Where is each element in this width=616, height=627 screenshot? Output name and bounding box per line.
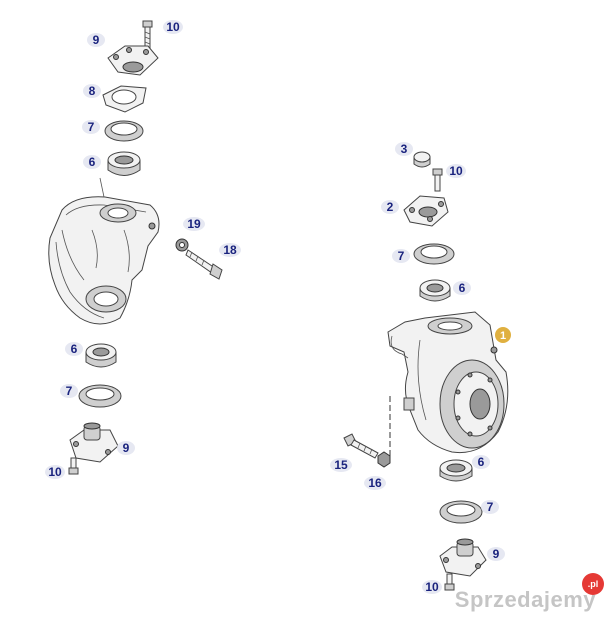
watermark-text: Sprzedajemy	[454, 587, 596, 612]
bolt-10-right-top	[432, 168, 443, 192]
callout-18-left: 18	[219, 243, 241, 257]
cap-9-right-bottom	[439, 538, 487, 577]
bolt-10-left-bottom	[68, 457, 79, 475]
svg-text:8: 8	[89, 84, 96, 98]
gasket-8-left	[102, 85, 147, 113]
callout-3-right: 3	[395, 142, 413, 156]
svg-text:15: 15	[334, 458, 348, 472]
cap-2-right	[403, 195, 449, 227]
svg-text:1: 1	[500, 330, 506, 342]
seal-7-right-top	[413, 243, 455, 265]
callout-15-right: 15	[330, 458, 352, 472]
steering-knuckle-housing-left	[48, 177, 160, 325]
callout-9-right: 9	[487, 547, 505, 561]
svg-text:3: 3	[401, 142, 408, 156]
cap-9-left-top	[107, 45, 159, 76]
bolt-10-left-top	[142, 20, 153, 50]
svg-text:7: 7	[88, 120, 95, 134]
cap-9-left-bottom	[69, 422, 119, 463]
bolt-15-right	[343, 433, 379, 459]
callout-19-left: 19	[183, 217, 205, 231]
callout-6-right-top: 6	[453, 281, 471, 295]
callout-6-right-bottom: 6	[472, 455, 490, 469]
callout-1-right: 1	[495, 327, 511, 343]
bolt-10-right-bottom	[444, 573, 455, 591]
bearing-6-left-top	[107, 151, 141, 176]
leader-line-right	[383, 396, 391, 461]
svg-text:6: 6	[89, 155, 96, 169]
svg-text:16: 16	[368, 476, 382, 490]
nut-16-right	[377, 451, 391, 468]
watermark-badge: .pl	[582, 573, 604, 595]
callout-7-left-top: 7	[82, 120, 100, 134]
callout-7-right-bottom: 7	[481, 500, 499, 514]
left-assembly	[48, 20, 223, 475]
washer-19-left	[175, 238, 189, 252]
callout-9-left-top: 9	[87, 33, 105, 47]
callout-10-left-bottom: 10	[45, 465, 65, 479]
seal-7-left-bottom	[78, 384, 122, 408]
svg-text:7: 7	[487, 500, 494, 514]
svg-text:9: 9	[93, 33, 100, 47]
svg-text:2: 2	[387, 200, 394, 214]
bearing-6-right-top	[419, 279, 451, 302]
svg-text:6: 6	[459, 281, 466, 295]
svg-text:7: 7	[66, 384, 73, 398]
svg-text:9: 9	[123, 441, 130, 455]
callout-10-left-top: 10	[163, 20, 183, 34]
svg-text:10: 10	[449, 164, 463, 178]
svg-text:7: 7	[398, 249, 405, 263]
seal-7-left-top	[104, 120, 144, 142]
callout-10-right-bottom: 10	[422, 580, 442, 594]
seal-7-right-bottom	[439, 500, 483, 524]
callout-9-left-bottom: 9	[117, 441, 135, 455]
plug-3-right	[413, 151, 431, 168]
callout-labels: 10 9 8 7 6 19 18 6	[45, 20, 511, 594]
callout-16-right: 16	[364, 476, 386, 490]
svg-text:10: 10	[425, 580, 439, 594]
callout-10-right-top: 10	[446, 164, 466, 178]
bearing-6-left-bottom	[85, 343, 117, 368]
svg-text:10: 10	[166, 20, 180, 34]
svg-text:9: 9	[493, 547, 500, 561]
callout-6-left-bottom: 6	[65, 342, 83, 356]
callout-7-left-bottom: 7	[60, 384, 78, 398]
right-assembly	[343, 151, 509, 591]
callout-2-right: 2	[381, 200, 399, 214]
svg-text:6: 6	[478, 455, 485, 469]
callout-6-left-top: 6	[83, 155, 101, 169]
svg-text:10: 10	[48, 465, 62, 479]
bearing-6-right-bottom	[439, 459, 473, 482]
callout-8-left: 8	[83, 84, 101, 98]
callout-7-right-top: 7	[392, 249, 410, 263]
bolt-18-left	[185, 249, 223, 280]
svg-text:19: 19	[187, 217, 201, 231]
steering-knuckle-housing-right	[387, 311, 509, 454]
svg-text:18: 18	[223, 243, 237, 257]
svg-text:6: 6	[71, 342, 78, 356]
